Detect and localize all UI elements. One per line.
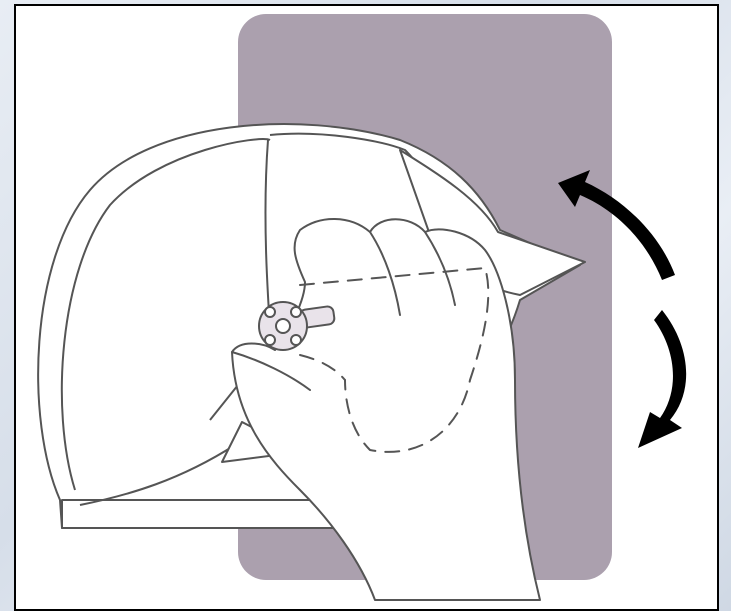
rotate-down-arrow-icon: [638, 310, 686, 448]
